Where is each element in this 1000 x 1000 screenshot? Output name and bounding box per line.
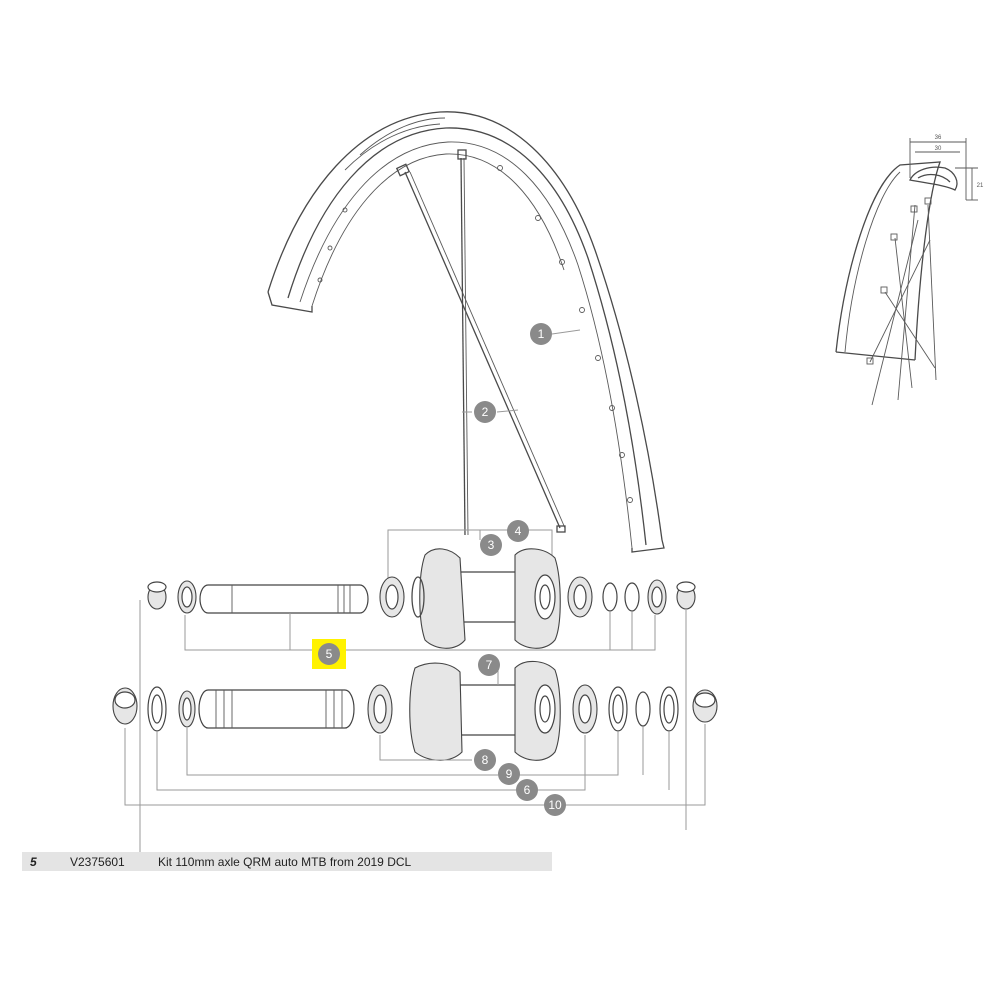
part-description: Kit 110mm axle QRM auto MTB from 2019 DC… bbox=[158, 854, 412, 869]
profile-width-inner: 30 bbox=[935, 146, 942, 152]
part-row: 5 V2375601 Kit 110mm axle QRM auto MTB f… bbox=[22, 852, 552, 871]
spokes-drawing bbox=[395, 149, 566, 536]
rim-profile-inset: 36 30 21 bbox=[835, 135, 984, 406]
callout-1-label: 1 bbox=[538, 327, 545, 341]
callout-3: 3 bbox=[480, 534, 502, 556]
callout-7: 7 bbox=[478, 654, 500, 676]
profile-width-outer: 36 bbox=[935, 135, 942, 141]
callout-4-label: 4 bbox=[515, 524, 522, 538]
part-reference: V2375601 bbox=[70, 854, 125, 869]
callout-4: 4 bbox=[507, 520, 529, 542]
callout-10-label: 10 bbox=[548, 798, 562, 812]
callout-7-label: 7 bbox=[486, 658, 493, 672]
callout-9-label: 9 bbox=[506, 767, 513, 781]
callout-6-label: 6 bbox=[524, 783, 531, 797]
callout-2-label: 2 bbox=[482, 405, 489, 419]
callout-8-label: 8 bbox=[482, 753, 489, 767]
profile-height: 21 bbox=[977, 183, 984, 189]
callout-1: 1 bbox=[530, 323, 552, 345]
callout-9: 9 bbox=[498, 763, 520, 785]
rim-drawing bbox=[267, 111, 665, 553]
callout-5-label: 5 bbox=[326, 647, 333, 661]
callout-8: 8 bbox=[474, 749, 496, 771]
lower-hub-assembly bbox=[112, 660, 718, 806]
callout-2: 2 bbox=[474, 401, 496, 423]
callout-3-label: 3 bbox=[488, 538, 495, 552]
upper-hub-assembly bbox=[139, 529, 696, 870]
callout-6: 6 bbox=[516, 779, 538, 801]
callout-5: 5 bbox=[312, 639, 346, 669]
part-number: 5 bbox=[30, 854, 37, 869]
callout-10: 10 bbox=[544, 794, 566, 816]
